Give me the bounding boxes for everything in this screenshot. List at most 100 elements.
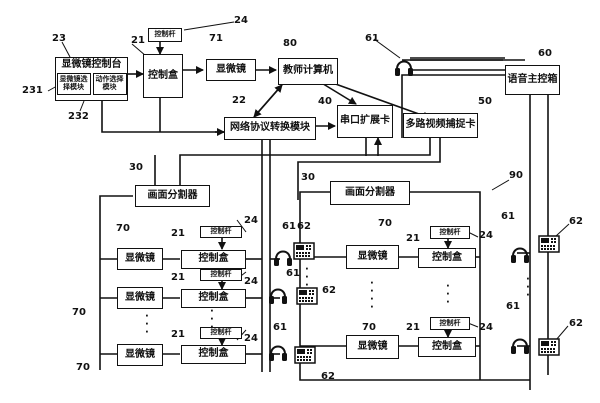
intercom-terminal-icon xyxy=(294,346,316,364)
control-rod-center-2: 控制杆 xyxy=(430,317,470,330)
connector-line xyxy=(299,191,530,381)
network-protocol-module: 网络协议转换模块 xyxy=(224,117,316,140)
ref-label: 61 xyxy=(365,33,379,44)
ellipsis-right: ··· xyxy=(526,274,530,301)
ref-label: 24 xyxy=(244,215,258,226)
ref-label: 21 xyxy=(406,233,420,244)
ref-label: 231 xyxy=(22,85,43,96)
headphone-icon xyxy=(269,288,287,304)
headphone-icon xyxy=(511,338,529,354)
microscope-left-2: 显微镜 xyxy=(117,287,163,309)
microscope-top: 显微镜 xyxy=(206,59,256,81)
splitter-center: 画面分割器 xyxy=(330,181,410,205)
control-box-left-1-label: 控制盒 xyxy=(198,253,229,265)
headphone-icon xyxy=(269,345,287,361)
serial-expansion-card-label: 串口扩展卡 xyxy=(340,115,390,127)
control-rod-top-label: 控制杆 xyxy=(154,30,176,39)
ref-label: 30 xyxy=(301,172,315,183)
control-box-left-3: 控制盒 xyxy=(181,345,246,364)
connector-line xyxy=(319,81,357,105)
ref-label: 61 xyxy=(501,211,515,222)
intercom-terminal-icon xyxy=(296,287,318,305)
connector-line xyxy=(401,74,505,138)
ref-label: 70 xyxy=(378,218,392,229)
microscope-center-2: 显微镜 xyxy=(346,335,399,359)
ref-label: 21 xyxy=(171,228,185,239)
headphone-icon xyxy=(511,247,529,263)
console-action-select-module: 动作选择模块 xyxy=(92,72,127,95)
control-rod-left-2-label: 控制杆 xyxy=(210,270,232,279)
teacher-computer: 教师计算机 xyxy=(278,58,338,85)
headphone-icon xyxy=(274,250,292,266)
microscope-left-3: 显微镜 xyxy=(117,344,163,366)
splitter-center-label: 画面分割器 xyxy=(345,186,395,198)
ref-label: 30 xyxy=(129,162,143,173)
ref-label: 232 xyxy=(68,111,89,122)
headphone-icon xyxy=(395,60,413,76)
ref-label: 70 xyxy=(72,307,86,318)
ellipsis-center: ···· xyxy=(370,278,374,313)
ref-label: 71 xyxy=(209,33,223,44)
microscope-left-1: 显微镜 xyxy=(117,248,163,270)
console-microscope-select-module: 显微镜选择模块 xyxy=(56,72,91,95)
control-rod-left-2: 控制杆 xyxy=(200,269,242,281)
control-box-top-label: 控制盒 xyxy=(148,69,178,81)
ellipsis-center-rod: ··· xyxy=(446,281,450,308)
ellipsis-left: ··· xyxy=(145,311,149,338)
ref-label: 60 xyxy=(538,48,552,59)
ref-label: 70 xyxy=(76,362,90,373)
connector-line xyxy=(101,101,224,133)
ref-label: 21 xyxy=(131,35,145,46)
ref-label: 21 xyxy=(171,272,185,283)
control-box-left-2-label: 控制盒 xyxy=(198,292,229,304)
connector-line xyxy=(179,138,431,185)
console-box: 显微镜控制台 显微镜选择模块 动作选择模块 xyxy=(55,57,128,101)
ref-label: 40 xyxy=(318,96,332,107)
ref-label: 61 xyxy=(282,221,296,232)
control-rod-left-1-label: 控制杆 xyxy=(210,227,232,236)
ref-label: 61 xyxy=(286,268,300,279)
control-rod-top: 控制杆 xyxy=(148,28,182,42)
connector-line xyxy=(253,84,283,118)
control-rod-center-2-label: 控制杆 xyxy=(439,318,461,327)
microscope-center-1-label: 显微镜 xyxy=(357,250,388,262)
microscope-top-label: 显微镜 xyxy=(216,63,246,75)
serial-expansion-card: 串口扩展卡 xyxy=(337,105,393,138)
ref-label: 24 xyxy=(244,276,258,287)
console-label: 显微镜控制台 xyxy=(61,59,122,70)
ref-label: 24 xyxy=(244,333,258,344)
ref-label: 62 xyxy=(322,285,336,296)
video-capture-card-label: 多路视频捕捉卡 xyxy=(405,119,476,131)
connector-line xyxy=(297,138,441,200)
ref-label: 90 xyxy=(509,170,523,181)
ref-label: 21 xyxy=(171,329,185,340)
intercom-terminal-icon xyxy=(538,235,560,253)
control-rod-left-1: 控制杆 xyxy=(200,226,242,238)
ref-label: 61 xyxy=(506,301,520,312)
network-protocol-module-label: 网络协议转换模块 xyxy=(230,122,310,134)
splitter-left-label: 画面分割器 xyxy=(147,189,198,201)
intercom-terminal-icon xyxy=(293,242,315,260)
ref-label: 24 xyxy=(479,322,493,333)
control-box-left-2: 控制盒 xyxy=(181,289,246,308)
ref-label: 24 xyxy=(479,230,493,241)
microscope-center-1: 显微镜 xyxy=(346,245,399,269)
ref-label: 21 xyxy=(406,322,420,333)
ref-label: 62 xyxy=(569,216,583,227)
splitter-left: 画面分割器 xyxy=(135,185,210,207)
control-box-left-1: 控制盒 xyxy=(181,250,246,269)
control-rod-center-1-label: 控制杆 xyxy=(439,227,461,236)
control-box-left-3-label: 控制盒 xyxy=(198,348,229,360)
ref-label: 23 xyxy=(52,33,66,44)
ref-label: 24 xyxy=(234,15,248,26)
ref-label: 70 xyxy=(362,322,376,333)
control-box-center-2: 控制盒 xyxy=(418,337,476,357)
ref-label: 50 xyxy=(478,96,492,107)
ref-label: 80 xyxy=(283,38,297,49)
control-rod-center-1: 控制杆 xyxy=(430,226,470,239)
audio-control-box: 语音主控箱 xyxy=(505,65,560,95)
intercom-terminal-icon xyxy=(538,338,560,356)
control-box-center-1-label: 控制盒 xyxy=(432,251,462,263)
teacher-computer-label: 教师计算机 xyxy=(283,65,333,77)
